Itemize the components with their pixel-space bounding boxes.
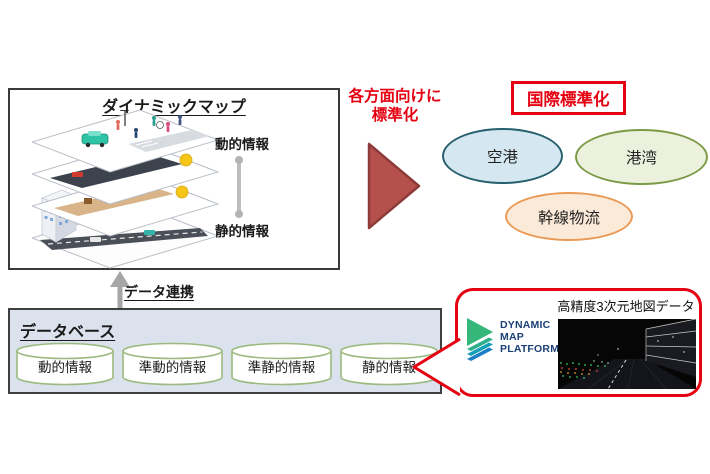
cylinder-dynamic: 動的情報: [16, 342, 114, 386]
standardize-caption: 各方面向けに標準化: [348, 88, 442, 125]
oval-airport: 空港: [442, 128, 563, 184]
oval-port-label: 港湾: [625, 150, 657, 167]
cylinder-static: 静的情報: [340, 342, 438, 386]
layered-map-illustration: [32, 110, 220, 269]
svg-text:静的情報: 静的情報: [362, 360, 416, 375]
hd-map-callout: 高精度3次元地図データ DYNAMIC MAP PLATFORM: [412, 288, 702, 397]
layer-dynamic: [32, 110, 220, 173]
data-link-up-arrow: [110, 271, 130, 319]
svg-text:動的情報: 動的情報: [38, 360, 92, 375]
hd-map-caption: 高精度3次元地図データ: [557, 299, 695, 314]
dynamic-info-label: 動的情報: [215, 137, 269, 152]
cylinder-semidynamic: 準動的情報: [122, 342, 223, 386]
oval-trunk-logistics-label: 幹線物流: [537, 209, 600, 227]
database-cylinders: 動的情報 準動的情報 準静的情報 静的情報: [15, 341, 439, 387]
dynamic-map-platform-logo-text: DYNAMIC MAP PLATFORM: [500, 319, 560, 355]
dynamic-static-connector: [235, 156, 243, 218]
oval-port: 港湾: [575, 129, 708, 185]
layer-semidynamic: [32, 141, 220, 205]
svg-text:準動的情報: 準動的情報: [139, 360, 207, 375]
standardize-arrow: [367, 142, 421, 230]
international-standardization-box: 国際標準化: [511, 81, 626, 115]
static-info-label: 静的情報: [215, 224, 269, 239]
cylinder-semistatic: 準静的情報: [231, 342, 332, 386]
oval-airport-label: 空港: [486, 149, 518, 166]
callout-tail: [412, 337, 461, 397]
data-link-label: データ連携: [124, 284, 194, 300]
dynamic-map-platform-logo-icon: [467, 318, 493, 361]
svg-text:準静的情報: 準静的情報: [248, 360, 316, 375]
database-panel: データベース 動的情報 準動的情報 準静的情報 静的情報: [8, 308, 442, 394]
database-title: データベース: [20, 324, 116, 341]
dynamic-map-panel: ダイナミックマップ: [8, 88, 340, 270]
point-cloud-image: [558, 319, 696, 389]
people-figures: [116, 115, 182, 138]
oval-trunk-logistics: 幹線物流: [505, 192, 633, 241]
